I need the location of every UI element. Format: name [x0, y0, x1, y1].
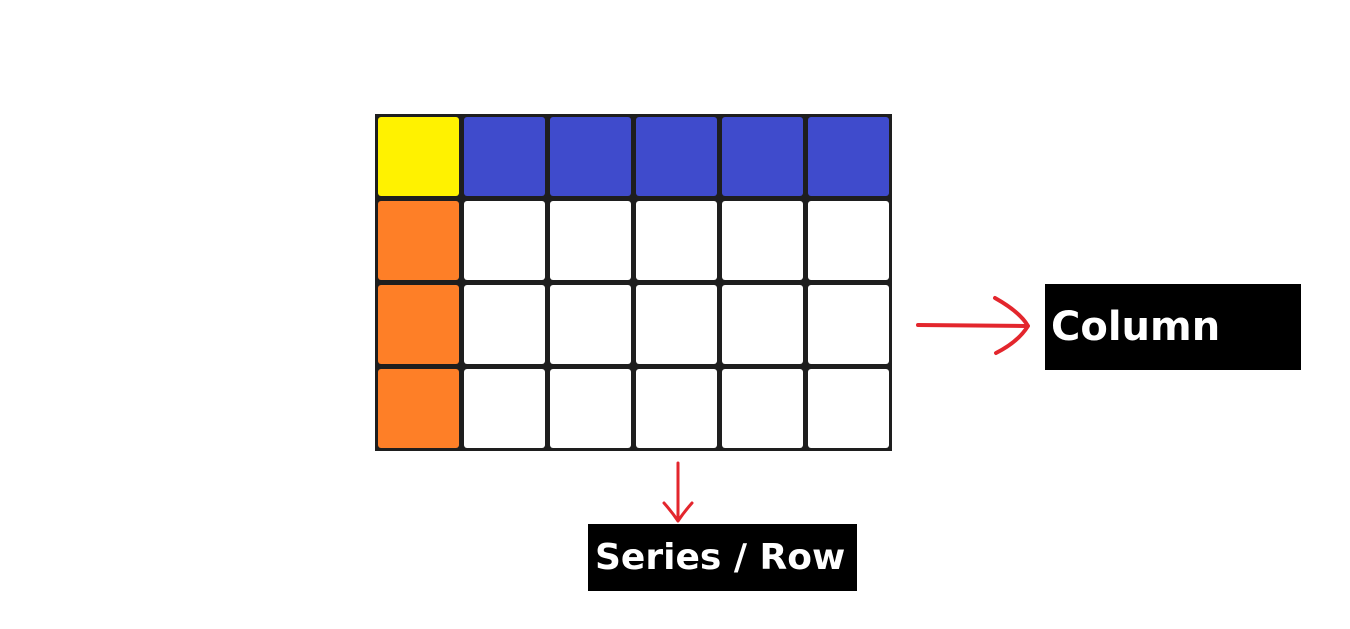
column-arrow-icon	[916, 296, 1030, 355]
header-column-cell	[378, 285, 459, 364]
body-cell	[550, 369, 631, 448]
series-row-label: Series / Row	[588, 524, 857, 591]
corner-cell	[378, 117, 459, 196]
body-cell	[808, 369, 889, 448]
body-cell	[722, 285, 803, 364]
header-row-cell	[722, 117, 803, 196]
column-label: Column	[1045, 284, 1301, 370]
body-cell	[550, 201, 631, 280]
header-row-cell	[550, 117, 631, 196]
header-column-cell	[378, 369, 459, 448]
header-row-cell	[464, 117, 545, 196]
series-row-arrow-icon	[662, 461, 694, 523]
body-cell	[636, 285, 717, 364]
body-cell	[464, 285, 545, 364]
body-cell	[636, 201, 717, 280]
body-cell	[550, 285, 631, 364]
body-cell	[722, 201, 803, 280]
body-cell	[808, 285, 889, 364]
header-column-cell	[378, 201, 459, 280]
body-cell	[464, 201, 545, 280]
body-cell	[808, 201, 889, 280]
header-row-cell	[808, 117, 889, 196]
body-cell	[464, 369, 545, 448]
body-cell	[636, 369, 717, 448]
header-row-cell	[636, 117, 717, 196]
table-grid	[375, 114, 892, 451]
body-cell	[722, 369, 803, 448]
